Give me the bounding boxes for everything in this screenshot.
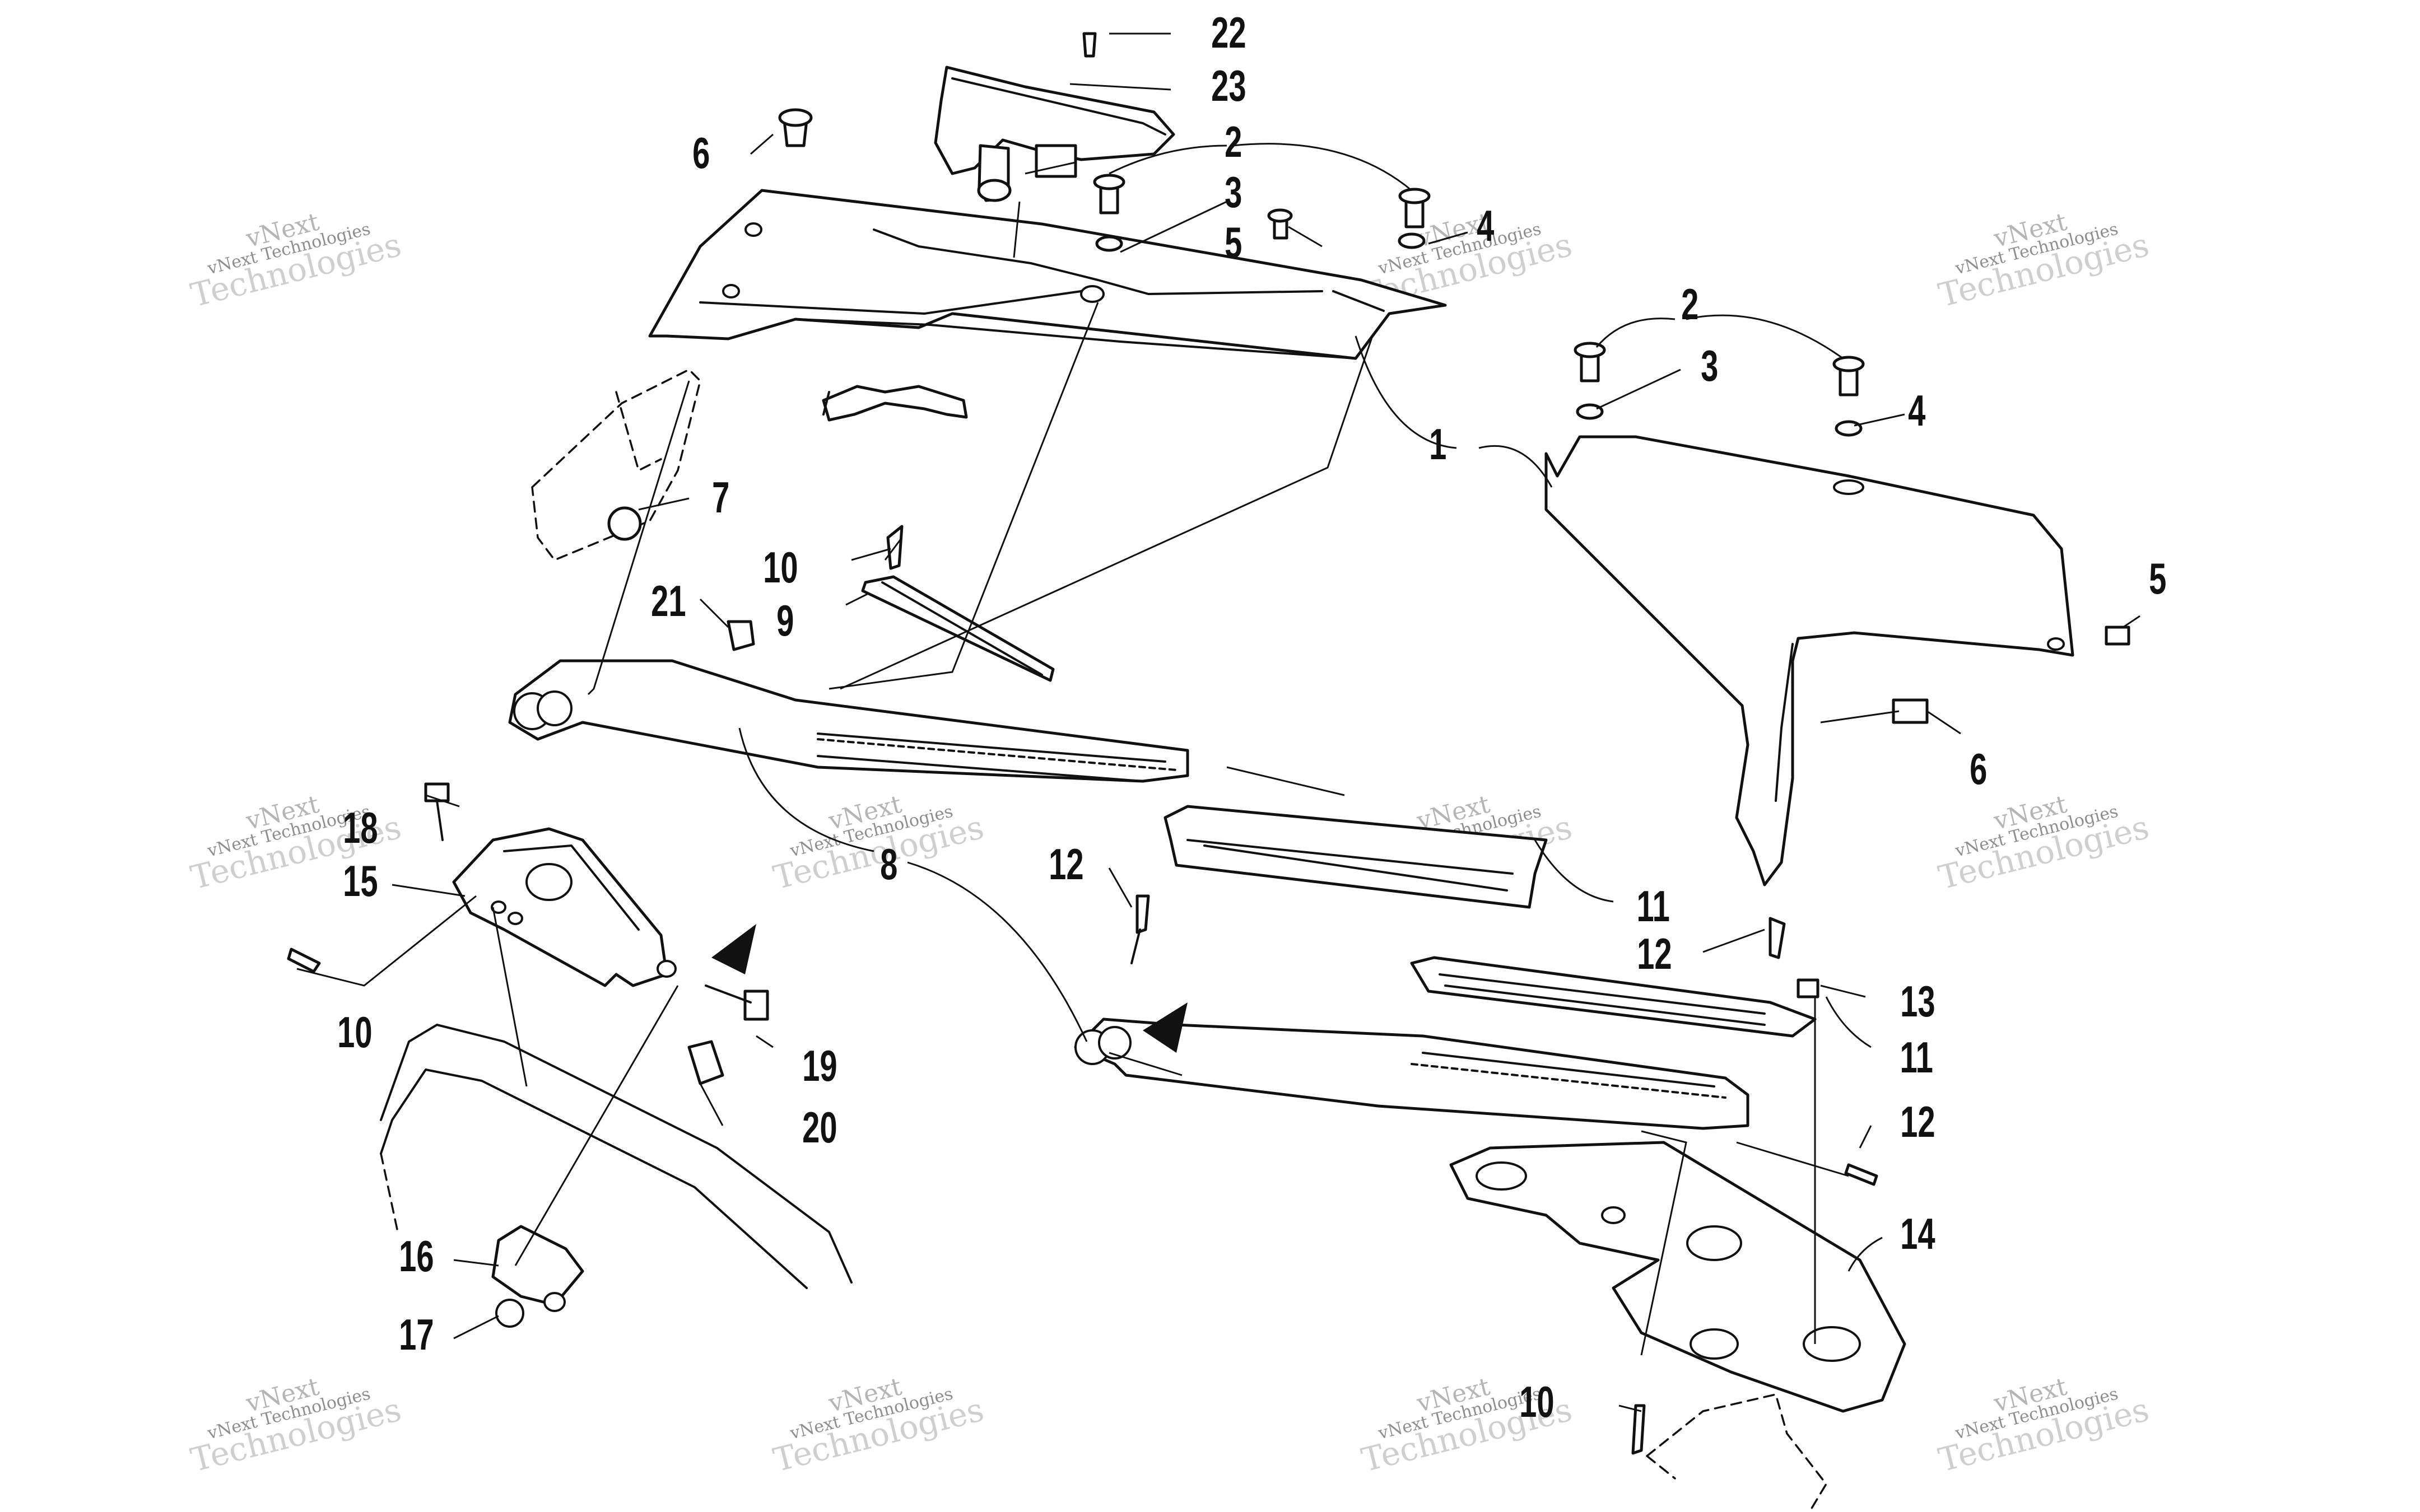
part-frame-outline-left — [380, 1024, 853, 1289]
callout-2: 2 — [1681, 280, 1698, 329]
rivet-10c — [1631, 1404, 1646, 1455]
washer-3b — [1576, 403, 1604, 420]
callout-2: 2 — [1225, 118, 1242, 166]
part-mounting-plate — [491, 1225, 584, 1328]
callout-13: 13 — [1900, 977, 1935, 1026]
part-side-panel-left — [648, 189, 1447, 360]
watermark: vNext vNext Technologies Technologies — [1935, 207, 2153, 314]
rivet-10b — [287, 948, 321, 973]
part-side-rail-upper — [508, 659, 1189, 783]
part-running-board-lower — [1410, 956, 1817, 1038]
callout-12: 12 — [1900, 1098, 1935, 1146]
callout-16: 16 — [399, 1232, 434, 1281]
rivet-12c — [1844, 1163, 1878, 1186]
part-pivot-bracket — [452, 827, 677, 987]
callout-19: 19 — [802, 1042, 837, 1090]
bolt-13 — [1797, 978, 1819, 998]
callout-11: 11 — [1637, 882, 1670, 931]
part-dashed-outline-right — [1646, 1393, 1828, 1512]
callout-10: 10 — [763, 543, 798, 592]
washer-4b — [1835, 420, 1863, 437]
watermark: vNext vNext Technologies Technologies — [770, 1372, 988, 1479]
washer-4a — [1398, 232, 1426, 249]
callout-10: 10 — [1519, 1378, 1554, 1426]
callout-9: 9 — [776, 596, 794, 645]
callout-6: 6 — [1970, 745, 1987, 794]
callout-12: 12 — [1637, 930, 1672, 978]
callout-23: 23 — [1211, 62, 1246, 110]
watermark: vNext vNext Technologies Technologies — [1935, 1372, 2153, 1479]
callout-3: 3 — [1225, 168, 1242, 217]
part-running-board-upper — [1164, 805, 1548, 909]
callout-labels: 22 23 6 2 3 5 4 2 3 4 1 5 6 7 10 9 21 18… — [337, 8, 2166, 1426]
watermark: vNext vNext Technologies Technologies — [187, 1372, 405, 1479]
watermark: vNext vNext Technologies Technologies — [1935, 790, 2153, 897]
callout-15: 15 — [343, 857, 378, 906]
part-headlight-pod — [934, 66, 1175, 202]
callout-18: 18 — [343, 804, 378, 852]
callout-17: 17 — [399, 1310, 434, 1359]
callout-22: 22 — [1211, 8, 1246, 57]
bolt-21 — [727, 620, 755, 651]
part-small-clip — [687, 1040, 724, 1085]
callout-21: 21 — [651, 577, 686, 626]
part-dashed-outline-left — [531, 368, 701, 562]
part-brace — [861, 575, 1055, 682]
reference-arrow-lower — [1143, 1002, 1188, 1053]
watermark: vNext vNext Technologies Technologies — [770, 790, 988, 897]
callout-14: 14 — [1900, 1210, 1935, 1258]
part-bracket-clip — [822, 385, 968, 422]
callout-4: 4 — [1477, 202, 1494, 250]
callout-5: 5 — [2149, 554, 2166, 603]
callout-20: 20 — [802, 1103, 837, 1152]
bolt-19 — [743, 990, 769, 1021]
rivet-12a — [1135, 894, 1150, 934]
callout-8: 8 — [880, 840, 897, 889]
bolt-5b — [2105, 626, 2130, 646]
screw-22 — [1082, 32, 1097, 58]
callout-12: 12 — [1049, 840, 1083, 889]
nut-7 — [607, 506, 642, 541]
callout-5: 5 — [1225, 218, 1242, 267]
reference-arrow-upper — [711, 924, 756, 974]
leader-lines — [296, 32, 2140, 1412]
part-side-panel-right — [1544, 435, 2074, 886]
watermark: vNext vNext Technologies Technologies — [187, 207, 405, 314]
callout-10: 10 — [337, 1008, 372, 1057]
rivet-12b — [1769, 917, 1786, 959]
callout-11: 11 — [1900, 1033, 1933, 1082]
callout-4: 4 — [1908, 386, 1925, 435]
part-lower-bulkhead — [1449, 1141, 1906, 1413]
hardware-group — [287, 32, 2130, 1455]
callout-6: 6 — [692, 129, 710, 178]
callout-3: 3 — [1701, 342, 1718, 390]
callout-1: 1 — [1429, 420, 1446, 469]
washer-3a — [1095, 235, 1123, 252]
callout-7: 7 — [712, 473, 729, 522]
bolt-6b — [1892, 698, 1929, 724]
